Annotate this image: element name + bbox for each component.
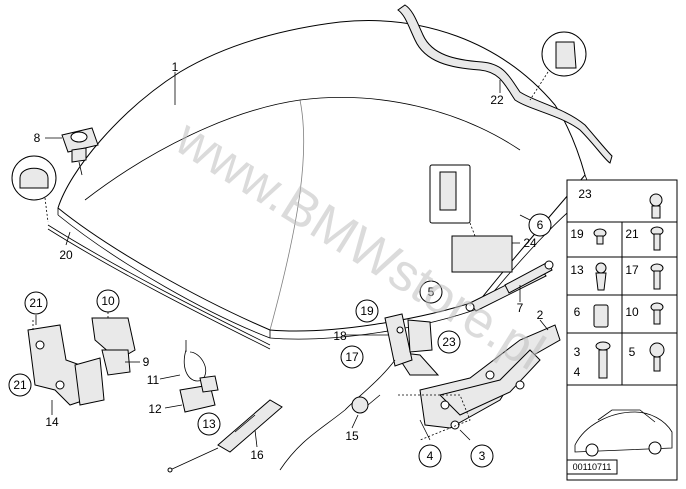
fastener-17 (650, 263, 664, 290)
circled-labels (8, 213, 552, 468)
label-15: 15 (345, 429, 359, 443)
part-labels: 1 2 3 4 5 6 7 8 9 10 11 12 13 14 15 16 1… (13, 60, 543, 463)
label-17: 17 (345, 350, 359, 364)
fastener-13 (595, 262, 607, 291)
grid-label-6: 6 (574, 305, 581, 319)
grid-label-21: 21 (625, 227, 639, 241)
label-21-top: 21 (29, 296, 43, 310)
grid-label-23: 23 (578, 187, 592, 201)
grid-label-13: 13 (570, 263, 584, 277)
label-23: 23 (442, 335, 456, 349)
label-8: 8 (34, 131, 41, 145)
grid-label-17: 17 (625, 263, 639, 277)
diagram-id-box (566, 459, 618, 475)
label-13: 13 (202, 417, 216, 431)
cable-15 (279, 359, 396, 471)
gas-strut-7 (465, 260, 554, 312)
fastener-21 (650, 226, 664, 251)
label-21-bottom: 21 (13, 378, 27, 392)
label-7: 7 (517, 301, 524, 315)
label-3: 3 (479, 449, 486, 463)
part-8 (61, 127, 99, 176)
label-5: 5 (428, 285, 435, 299)
part-24 (429, 164, 513, 273)
label-16: 16 (250, 448, 264, 462)
fastener-grid: 00110711 23 19 21 13 17 6 10 3 4 5 (566, 179, 678, 481)
label-19: 19 (360, 304, 374, 318)
part-9-10 (91, 312, 136, 376)
part-12 (179, 375, 219, 413)
label-24: 24 (523, 236, 537, 250)
grid-label-4: 4 (574, 365, 581, 379)
fastener-19 (593, 228, 607, 245)
label-6: 6 (537, 218, 544, 232)
grid-label-10: 10 (625, 305, 639, 319)
fastener-5 (649, 342, 665, 372)
fastener-3-4 (595, 341, 611, 379)
label-2: 2 (537, 308, 544, 322)
seal-22 (397, 4, 613, 164)
latch-14 (27, 320, 105, 406)
diagram-id: 00110711 (573, 462, 612, 472)
bracket-18 (384, 313, 433, 367)
car-thumbnail (574, 409, 673, 457)
label-22: 22 (490, 93, 504, 107)
hook-11 (183, 340, 207, 382)
label-9: 9 (143, 355, 150, 369)
grid-label-19: 19 (570, 227, 584, 241)
label-20: 20 (59, 248, 73, 262)
label-18: 18 (333, 329, 347, 343)
label-12: 12 (148, 402, 162, 416)
label-4: 4 (427, 449, 434, 463)
label-10: 10 (101, 294, 115, 308)
fastener-10 (650, 302, 664, 325)
label-11: 11 (147, 373, 160, 387)
grid-label-5: 5 (629, 345, 636, 359)
grid-label-3: 3 (574, 345, 581, 359)
fastener-6 (593, 304, 609, 328)
fastener-23 (649, 193, 663, 219)
label-1: 1 (172, 60, 179, 74)
handle-16 (167, 399, 283, 473)
label-14: 14 (45, 415, 59, 429)
seal-strip-20 (11, 155, 271, 350)
